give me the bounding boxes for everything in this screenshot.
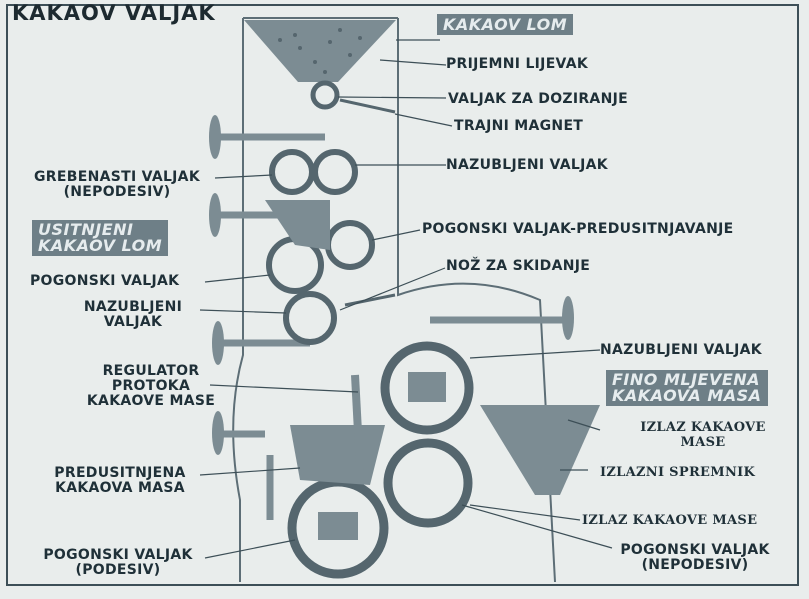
- handwheel: [562, 296, 574, 340]
- machine-housing-right: [397, 18, 556, 583]
- label-pogonski-valjak-nepodesiv: POGONSKI VALJAK (NEPODESIV): [610, 543, 780, 573]
- label-pogonski-valjak: POGONSKI VALJAK: [30, 273, 180, 289]
- box-fino-line1: FINO MLJEVENA: [612, 370, 761, 389]
- scraper-knife: [344, 293, 396, 307]
- box-usitnjeni-line2: KAKAOV LOM: [38, 236, 163, 255]
- label-pogonski-predusitnjavanje: POGONSKI VALJAK-PREDUSITNJAVANJE: [422, 221, 734, 237]
- diagram-border: [6, 4, 799, 586]
- handwheel: [212, 321, 224, 365]
- label-izlaz-top-line2: MASE: [680, 435, 726, 450]
- label-valjak-za-doziranje: VALJAK ZA DOZIRANJE: [448, 91, 628, 107]
- label-nazubljeni-left-line1: NAZUBLJENI: [83, 299, 183, 315]
- label-regulator-line3: KAKAOVE MASE: [86, 393, 216, 409]
- label-pogonski-nepodesiv-line1: POGONSKI VALJAK: [620, 542, 770, 558]
- label-regulator-protoka: REGULATOR PROTOKA KAKAOVE MASE: [76, 364, 226, 409]
- label-izlazni-spremnik: IZLAZNI SPREMNIK: [600, 465, 756, 480]
- label-pogonski-podesiv-line2: (PODESIV): [75, 562, 161, 578]
- label-grebenasti-line1: GREBENASTI VALJAK: [34, 169, 200, 185]
- box-fino-mljevena: FINO MLJEVENA KAKAOVA MASA: [606, 370, 768, 406]
- label-pogonski-podesiv-line1: POGONSKI VALJAK: [43, 547, 193, 563]
- output-hopper: [480, 405, 600, 495]
- label-predusitnjena-line1: PREDUSITNJENA: [54, 465, 186, 481]
- label-izlaz-top-line1: IZLAZ KAKAOVE: [640, 420, 766, 435]
- dosing-roller: [310, 80, 340, 110]
- label-prijemni-lijevak: PRIJEMNI LIJEVAK: [446, 56, 589, 72]
- handwheel: [209, 193, 221, 237]
- label-nazubljeni-left-line2: VALJAK: [103, 314, 163, 330]
- label-izlaz-kakaove-mase: IZLAZ KAKAOVE MASE: [582, 513, 758, 528]
- toothed-roller-2: [283, 291, 337, 345]
- box-fino-line2: KAKAOVA MASA: [612, 386, 762, 405]
- handwheel: [209, 115, 221, 159]
- label-predusitnjena-masa: PREDUSITNJENA KAKAOVA MASA: [40, 466, 200, 496]
- label-trajni-magnet: TRAJNI MAGNET: [454, 118, 584, 134]
- label-noz-za-skidanje: NOŽ ZA SKIDANJE: [446, 258, 591, 274]
- box-usitnjeni-line1: USITNJENI: [38, 220, 134, 239]
- label-predusitnjena-line2: KAKAOVA MASA: [55, 480, 185, 496]
- label-regulator-line1: REGULATOR: [102, 363, 200, 379]
- label-nazubljeni-valjak-top: NAZUBLJENI VALJAK: [446, 157, 608, 173]
- label-nazubljeni-valjak-right: NAZUBLJENI VALJAK: [600, 342, 762, 358]
- label-grebenasti-line2: (NEPODESIV): [63, 184, 171, 200]
- output-roller: [383, 438, 473, 528]
- label-nazubljeni-valjak-left: NAZUBLJENI VALJAK: [68, 300, 198, 330]
- label-pogonski-nepodesiv-line2: (NEPODESIV): [641, 557, 749, 573]
- label-pogonski-valjak-podesiv: POGONSKI VALJAK (PODESIV): [34, 548, 202, 578]
- label-izlaz-kakaove-mase-top: IZLAZ KAKAOVE MASE: [608, 420, 798, 450]
- box-usitnjeni-lom: USITNJENI KAKAOV LOM: [32, 220, 169, 256]
- diagram-title: KAKAOV VALJAK: [12, 1, 216, 25]
- handwheel: [212, 411, 224, 455]
- hopper: [244, 20, 396, 82]
- machine-housing: [232, 18, 244, 582]
- box-kakaov-lom: KAKAOV LOM: [437, 14, 574, 35]
- label-regulator-line2: PROTOKA: [111, 378, 191, 394]
- label-grebenasti-valjak: GREBENASTI VALJAK (NEPODESIV): [14, 170, 220, 200]
- toothed-roller-1: [312, 149, 358, 195]
